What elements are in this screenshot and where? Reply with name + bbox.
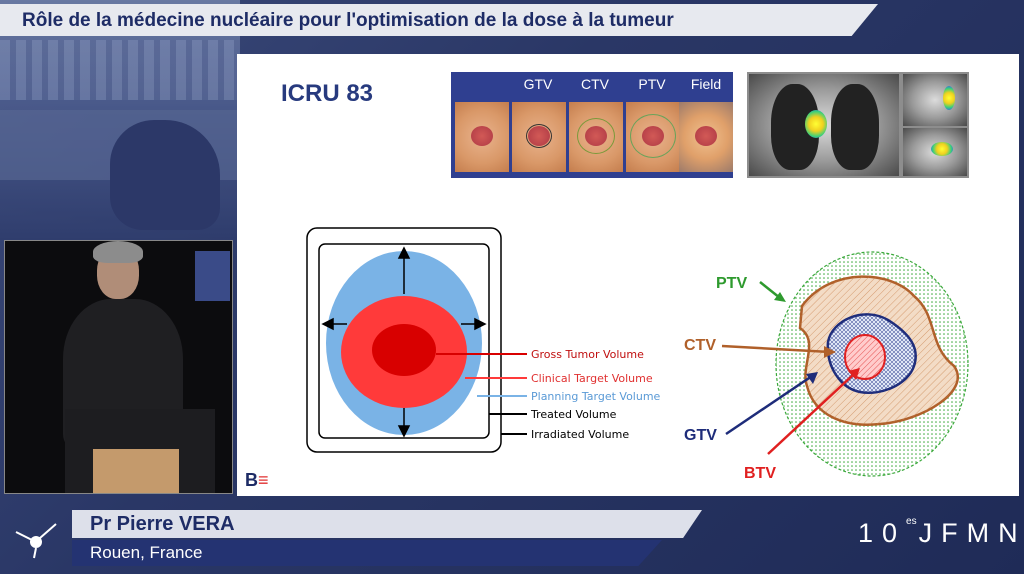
- strip-label-field: Field: [690, 76, 722, 92]
- label-clinical-target-volume: Clinical Target Volume: [531, 372, 653, 385]
- event-number: 10: [858, 518, 907, 548]
- label-treated-volume: Treated Volume: [530, 408, 617, 421]
- speaker-video: [4, 240, 233, 494]
- background-photo: [0, 0, 240, 240]
- strip-label-gtv: GTV: [523, 76, 553, 92]
- tumor-image: [455, 102, 509, 172]
- tumor-image-field: [679, 102, 733, 172]
- event-suffix: es: [906, 516, 917, 527]
- background-buildings: [0, 40, 240, 100]
- presenter-name-bar: Pr Pierre VERA: [72, 510, 702, 538]
- label-gtv: GTV: [684, 427, 717, 444]
- presenter-name: Pr Pierre VERA: [90, 513, 235, 535]
- label-irradiated-volume: Irradiated Volume: [531, 428, 629, 441]
- page-title: Rôle de la médecine nucléaire pour l'opt…: [22, 10, 674, 31]
- be-logo: B≡: [245, 470, 269, 490]
- strip-label-ctv: CTV: [581, 76, 609, 92]
- presenter-location-bar: Rouen, France: [72, 540, 662, 566]
- label-planning-target-volume: Planning Target Volume: [531, 390, 661, 403]
- event-letters: JFMN: [918, 518, 1024, 548]
- label-btv: BTV: [744, 465, 776, 482]
- background-rock: [110, 120, 220, 230]
- ct-sagittal-view: [903, 74, 967, 126]
- target-volumes-diagram: PTV CTV GTV BTV: [682, 216, 1012, 486]
- speaker-hair: [93, 241, 143, 263]
- event-logo: 10esJFMN: [858, 516, 1024, 549]
- gross-tumor-volume-shape: [372, 324, 436, 376]
- tumor-image-strip: GTV CTV PTV Field: [451, 72, 733, 178]
- tumor-image-ptv: [626, 102, 680, 172]
- tumor-image-ctv: [569, 102, 623, 172]
- strip-label-ptv: PTV: [638, 76, 666, 92]
- label-gross-tumor-volume: Gross Tumor Volume: [531, 348, 644, 361]
- event-emblem-icon: [15, 523, 57, 559]
- slide-panel: ICRU 83 GTV CTV PTV Field: [237, 54, 1019, 496]
- background-screen: [195, 251, 230, 301]
- presenter-location: Rouen, France: [90, 543, 203, 562]
- lectern: [65, 409, 215, 493]
- label-ctv: CTV: [684, 337, 716, 354]
- ct-scan-image: [747, 72, 969, 178]
- title-bar: Rôle de la médecine nucléaire pour l'opt…: [0, 4, 878, 36]
- label-ptv: PTV: [716, 275, 747, 292]
- icru-volumes-diagram: Gross Tumor Volume Clinical Target Volum…: [305, 226, 735, 456]
- tumor-image-gtv: [512, 102, 566, 172]
- slide-heading: ICRU 83: [281, 80, 374, 107]
